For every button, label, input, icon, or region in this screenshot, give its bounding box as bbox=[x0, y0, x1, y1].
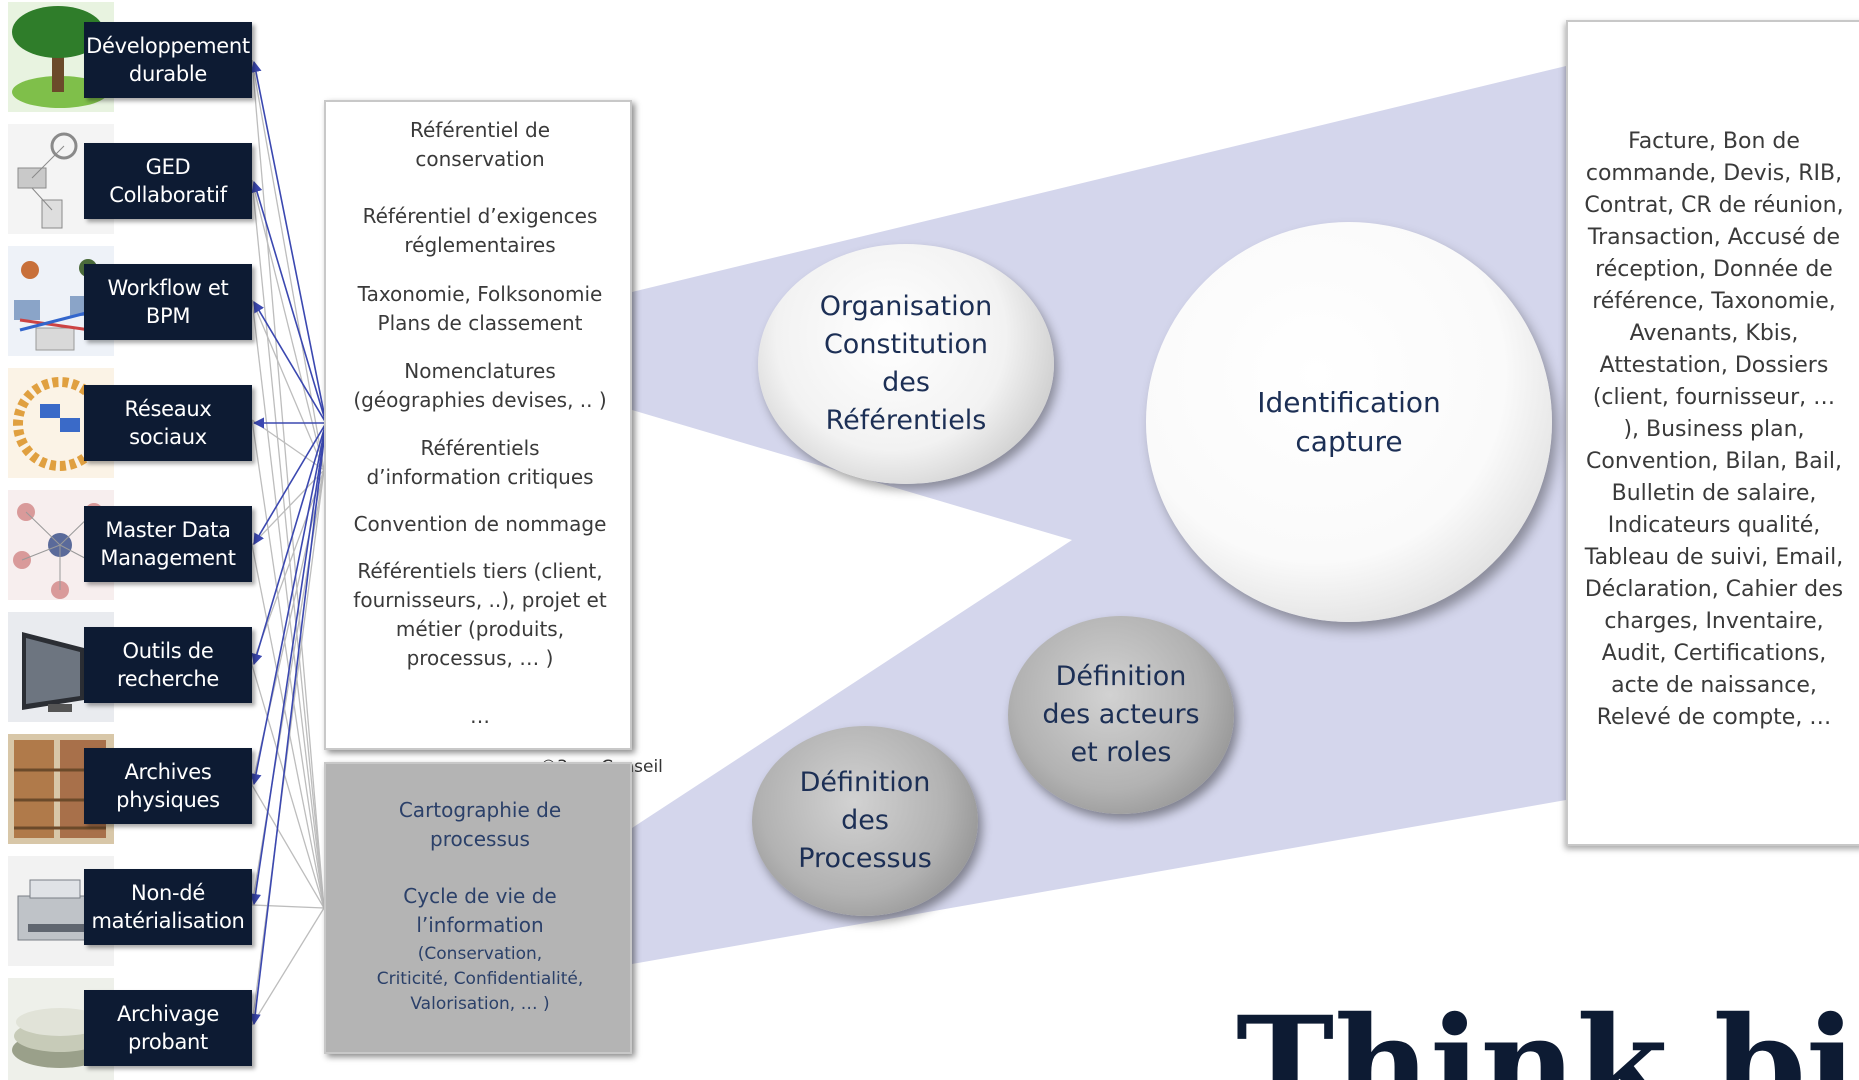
proc-item-cycle-details: (Conservation, Criticité, Confidentialit… bbox=[376, 944, 584, 1014]
category-label-reseaux-sociaux: Réseaux sociaux bbox=[84, 385, 252, 461]
thumbnails bbox=[8, 2, 114, 1080]
blue-arrows bbox=[249, 60, 327, 1026]
category-label-archives-physiques: Archives physiques bbox=[84, 748, 252, 824]
ref-item-taxonomie: Taxonomie, Folksonomie Plans de classeme… bbox=[357, 282, 603, 335]
category-label-non-dematerialisation: Non-dé matérialisation bbox=[84, 869, 252, 945]
documents-panel: Facture, Bon de commande, Devis, RIB, Co… bbox=[1566, 20, 1859, 846]
tagline: Think big bbox=[1236, 988, 1859, 1080]
circle-definition-processus: Définition des Processus bbox=[752, 726, 978, 916]
circle-definition-acteurs: Définition des acteurs et roles bbox=[1008, 616, 1234, 814]
circle-organisation-referentiels: Organisation Constitution des Référentie… bbox=[758, 244, 1054, 484]
category-label-outils-recherche: Outils de recherche bbox=[84, 627, 252, 703]
category-label-workflow-bpm: Workflow et BPM bbox=[84, 264, 252, 340]
proc-item-cartographie: Cartographie de processus bbox=[398, 798, 562, 851]
proc-item-cycle: Cycle de vie de l’information bbox=[403, 884, 557, 937]
documents-list: Facture, Bon de commande, Devis, RIB, Co… bbox=[1584, 129, 1844, 730]
circle-identification-capture: Identification capture bbox=[1146, 222, 1552, 622]
category-label-developpement-durable: Développement durable bbox=[84, 22, 252, 98]
ref-item-convention-nommage: Convention de nommage bbox=[353, 512, 607, 536]
monitor-icon bbox=[8, 612, 114, 722]
referentiels-panel: Référentiel de conservation Référentiel … bbox=[324, 100, 632, 750]
category-label-master-data: Master Data Management bbox=[84, 506, 252, 582]
category-label-archivage-probant: Archivage probant bbox=[84, 990, 252, 1066]
category-label-ged-collaboratif: GED Collaboratif bbox=[84, 143, 252, 219]
gray-connectors bbox=[251, 59, 325, 1026]
ref-item-nomenclatures: Nomenclatures (géographies devises, .. ) bbox=[353, 359, 607, 412]
processus-panel: Cartographie de processus Cycle de vie d… bbox=[324, 762, 632, 1054]
ref-item-conservation: Référentiel de conservation bbox=[409, 118, 551, 171]
ref-item-ellipsis: … bbox=[470, 704, 490, 728]
ref-item-information-critiques: Référentiels d’information critiques bbox=[366, 436, 594, 489]
ref-item-tiers: Référentiels tiers (client, fournisseurs… bbox=[353, 559, 607, 670]
ref-item-exigences: Référentiel d’exigences réglementaires bbox=[362, 204, 598, 257]
